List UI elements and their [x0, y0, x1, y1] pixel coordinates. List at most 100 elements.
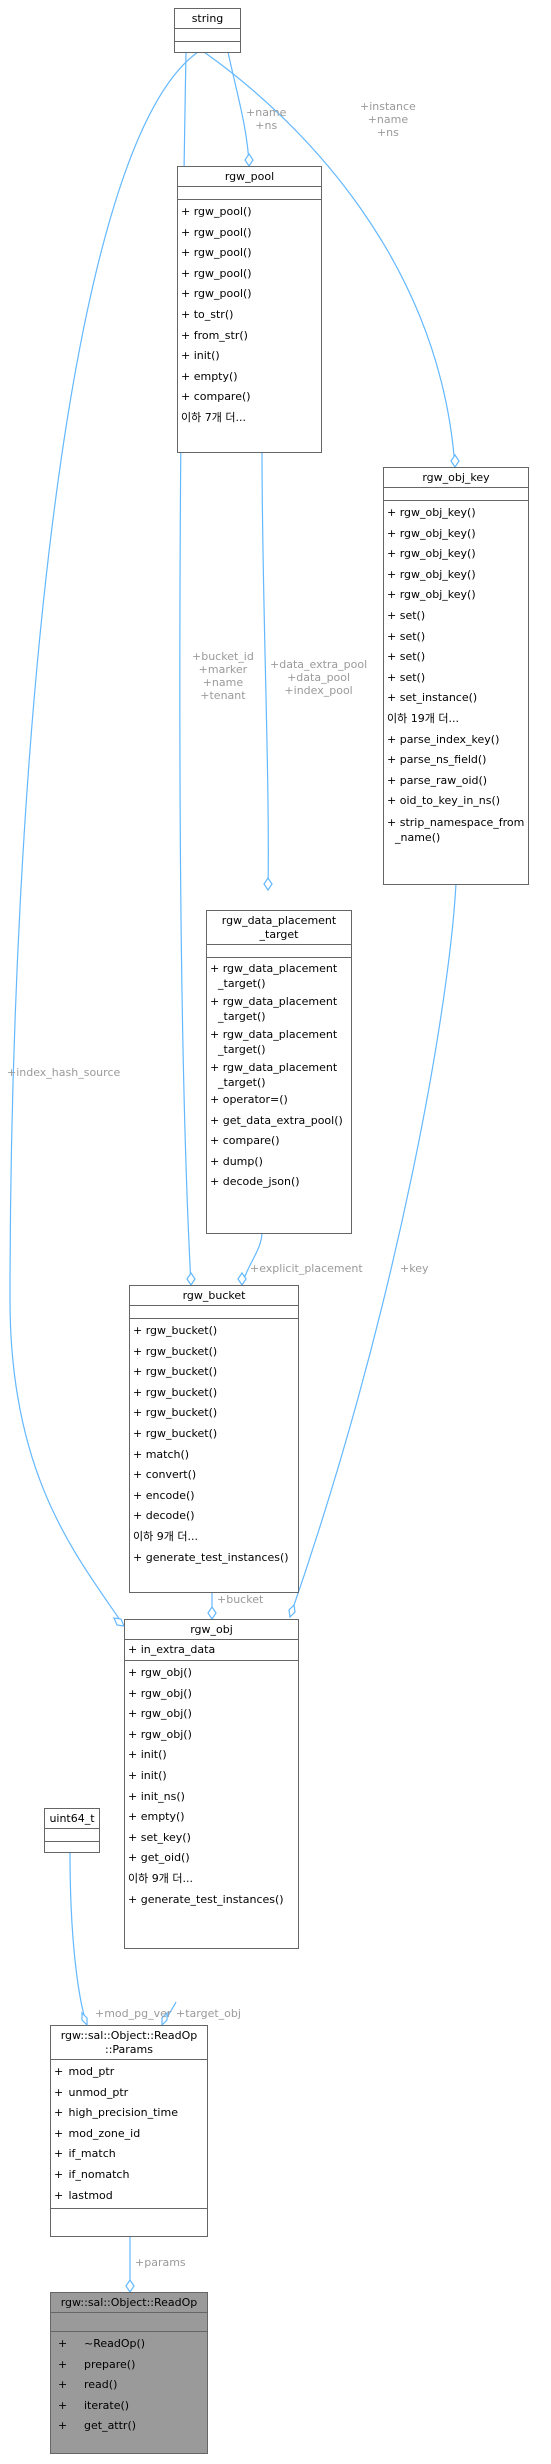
method-row[interactable]: + rgw_obj(): [128, 1727, 192, 1741]
attribute-row[interactable]: + mod_zone_id: [54, 2124, 204, 2145]
method-row[interactable]: +get_attr(): [54, 2416, 204, 2437]
method-row[interactable]: + rgw_pool(): [181, 205, 252, 218]
method-row[interactable]: + rgw_obj(): [128, 1686, 192, 1700]
class-title: rgw_bucket: [182, 1289, 246, 1302]
more-methods-link[interactable]: 이하 9개 더...: [128, 1871, 193, 1885]
method-row[interactable]: + rgw_bucket(): [133, 1385, 218, 1399]
method-row[interactable]: + from_str(): [181, 328, 248, 342]
attribute-row[interactable]: + if_match: [54, 2144, 204, 2165]
edge-label-pool-from-string: +name +ns: [246, 106, 286, 132]
method-row[interactable]: + rgw_obj_key(): [387, 547, 476, 561]
method-row[interactable]: + rgw_pool(): [181, 246, 252, 260]
class-rgw-pool[interactable]: rgw_pool + rgw_pool() + rgw_pool() + rgw…: [177, 166, 322, 453]
attribute-name: lastmod: [68, 2188, 113, 2202]
class-rgw-bucket[interactable]: rgw_bucket + rgw_bucket() + rgw_bucket()…: [129, 1285, 299, 1593]
method-row-cont[interactable]: _target(): [218, 976, 266, 990]
method-row-cont[interactable]: _name(): [395, 830, 441, 844]
method-row[interactable]: + strip_namespace_from: [387, 815, 525, 829]
method-row[interactable]: + generate_test_instances(): [133, 1550, 289, 1564]
method-row[interactable]: + decode(): [133, 1509, 195, 1523]
attribute-row[interactable]: + unmod_ptr: [54, 2083, 204, 2104]
method-row[interactable]: + convert(): [133, 1468, 197, 1482]
method-row[interactable]: + generate_test_instances(): [128, 1892, 284, 1906]
class-rgw-obj-key[interactable]: rgw_obj_key + rgw_obj_key() + rgw_obj_ke…: [383, 467, 529, 885]
method-row[interactable]: + init(): [181, 349, 220, 363]
method-row[interactable]: + init(): [128, 1748, 167, 1762]
method-row[interactable]: + empty(): [128, 1810, 185, 1824]
more-methods-link[interactable]: 이하 7개 더...: [181, 410, 246, 424]
method-row[interactable]: + set_key(): [128, 1830, 191, 1844]
method-row[interactable]: + rgw_obj(): [128, 1707, 192, 1721]
method-row[interactable]: + rgw_pool(): [181, 225, 252, 239]
class-readop-params[interactable]: rgw::sal::Object::ReadOp ::Params + mod_…: [50, 2025, 208, 2237]
method-row[interactable]: + rgw_bucket(): [133, 1406, 218, 1420]
method-row[interactable]: + rgw_obj_key(): [387, 567, 476, 581]
method-row[interactable]: + empty(): [181, 369, 238, 383]
method-row[interactable]: + get_oid(): [128, 1851, 190, 1865]
class-methods: [51, 2208, 207, 2229]
class-rgw-obj[interactable]: rgw_obj + in_extra_data + rgw_obj() + rg…: [124, 1619, 299, 1949]
method-row[interactable]: + operator=(): [210, 1093, 288, 1106]
method-row[interactable]: + parse_ns_field(): [387, 753, 487, 767]
class-attributes: [384, 487, 528, 500]
method-row[interactable]: + get_data_extra_pool(): [210, 1113, 343, 1127]
method-row-cont[interactable]: _target(): [218, 1075, 266, 1089]
more-methods-link[interactable]: 이하 19개 더...: [387, 711, 459, 725]
attribute-row[interactable]: + in_extra_data: [128, 1643, 216, 1656]
method-row[interactable]: + match(): [133, 1447, 190, 1461]
method-row[interactable]: + rgw_obj_key(): [387, 588, 476, 602]
method-row[interactable]: + compare(): [210, 1134, 280, 1148]
method-row[interactable]: + rgw_bucket(): [133, 1344, 218, 1358]
method-row[interactable]: + parse_index_key(): [387, 732, 500, 746]
edge-label-line: +name: [202, 676, 244, 689]
method-row[interactable]: + decode_json(): [210, 1175, 300, 1189]
method-row[interactable]: + rgw_data_placement: [210, 1028, 338, 1041]
method-row[interactable]: + rgw_obj_key(): [387, 506, 476, 519]
class-methods: +~ReadOp() +prepare() +read() +iterate()…: [51, 2331, 207, 2439]
more-methods-link[interactable]: 이하 9개 더...: [133, 1529, 198, 1543]
visibility-marker: +: [54, 2147, 64, 2161]
method-row[interactable]: + compare(): [181, 390, 251, 404]
method-row[interactable]: + to_str(): [181, 307, 234, 321]
method-row[interactable]: +prepare(): [54, 2355, 204, 2376]
method-row[interactable]: + encode(): [133, 1488, 195, 1502]
attribute-row[interactable]: + if_nomatch: [54, 2165, 204, 2186]
class-uint64-t[interactable]: uint64_t: [44, 1808, 100, 1853]
method-row[interactable]: + init_ns(): [128, 1789, 185, 1803]
method-row-cont[interactable]: _target(): [218, 1009, 266, 1023]
class-string[interactable]: string: [174, 8, 241, 53]
method-row[interactable]: + set(): [387, 629, 426, 643]
method-row[interactable]: + set(): [387, 670, 426, 684]
method-row[interactable]: + rgw_obj_key(): [387, 526, 476, 540]
class-attributes: [178, 186, 321, 199]
attribute-name: mod_ptr: [68, 2065, 115, 2078]
class-rgw-data-placement-target[interactable]: rgw_data_placement _target + rgw_data_pl…: [206, 910, 352, 1234]
visibility-marker: +: [54, 2188, 64, 2202]
method-row-cont[interactable]: _target(): [218, 1042, 266, 1056]
visibility-marker: +: [58, 2357, 68, 2371]
attribute-row[interactable]: + lastmod: [54, 2186, 204, 2207]
method-row[interactable]: + set(): [387, 608, 426, 622]
method-row[interactable]: + rgw_data_placement: [210, 962, 338, 975]
method-row[interactable]: +~ReadOp(): [54, 2334, 204, 2355]
method-row[interactable]: + dump(): [210, 1154, 263, 1168]
method-row[interactable]: + rgw_obj(): [128, 1666, 192, 1679]
class-readop[interactable]: rgw::sal::Object::ReadOp +~ReadOp() +pre…: [50, 2292, 208, 2454]
method-row[interactable]: + rgw_bucket(): [133, 1365, 218, 1379]
method-row[interactable]: + set(): [387, 650, 426, 664]
method-row[interactable]: + rgw_pool(): [181, 287, 252, 301]
method-row[interactable]: +read(): [54, 2375, 204, 2396]
method-row[interactable]: + init(): [128, 1768, 167, 1782]
method-row[interactable]: + rgw_bucket(): [133, 1324, 218, 1337]
method-row[interactable]: + parse_raw_oid(): [387, 773, 488, 787]
method-row[interactable]: + rgw_data_placement: [210, 995, 338, 1008]
method-row[interactable]: + rgw_pool(): [181, 266, 252, 280]
method-row[interactable]: + rgw_data_placement: [210, 1061, 338, 1074]
edge-label-line: +instance: [360, 100, 416, 113]
method-row[interactable]: + set_instance(): [387, 691, 478, 705]
method-row[interactable]: +iterate(): [54, 2396, 204, 2417]
method-row[interactable]: + oid_to_key_in_ns(): [387, 794, 501, 808]
method-row[interactable]: + rgw_bucket(): [133, 1426, 218, 1440]
attribute-row[interactable]: + mod_ptr: [54, 2062, 204, 2083]
attribute-row[interactable]: + high_precision_time: [54, 2103, 204, 2124]
